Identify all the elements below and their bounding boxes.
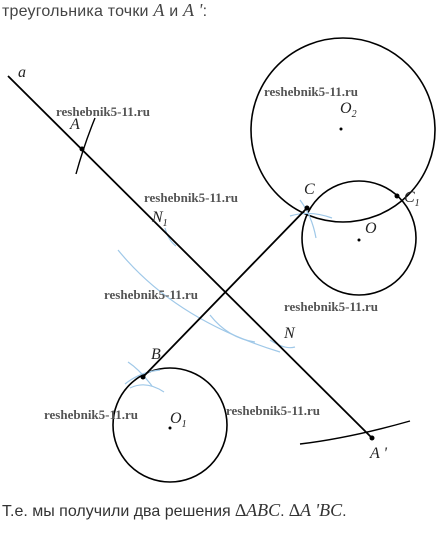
label-a-prime: A ' bbox=[369, 445, 387, 462]
label-c1-sub: 1 bbox=[415, 198, 420, 209]
watermark-4: reshebnik5-11.ru bbox=[104, 287, 198, 302]
label-o1: O1 bbox=[170, 410, 187, 430]
construction-arcs bbox=[117, 199, 333, 393]
bottom-caption-suffix: . bbox=[342, 503, 347, 520]
construction-arc-long bbox=[117, 249, 281, 353]
watermark-2: reshebnik5-11.ru bbox=[264, 84, 358, 99]
label-n1-sub: 1 bbox=[163, 218, 168, 229]
top-caption-suffix: : bbox=[202, 3, 208, 20]
construction-arc-n1 bbox=[164, 227, 177, 247]
label-o1-main: O bbox=[170, 410, 182, 427]
point-a-prime bbox=[369, 435, 375, 441]
point-o bbox=[357, 238, 361, 242]
construction-arc-c-1 bbox=[299, 199, 317, 239]
circle-o2 bbox=[250, 37, 436, 223]
point-o2 bbox=[339, 127, 343, 131]
label-a: A bbox=[69, 116, 80, 133]
point-a bbox=[79, 146, 85, 152]
bottom-caption-sep: . bbox=[280, 503, 290, 520]
point-a-prime-ref: A ' bbox=[182, 0, 203, 20]
label-line-a: a bbox=[18, 64, 26, 81]
label-n: N bbox=[283, 325, 296, 342]
watermark-6: reshebnik5-11.ru bbox=[44, 407, 138, 422]
point-o1 bbox=[168, 426, 172, 430]
construction-arc-b-2 bbox=[124, 369, 161, 385]
construction-arc-mid bbox=[209, 314, 256, 343]
construction-arc-b-3 bbox=[129, 384, 165, 393]
label-o2-main: O bbox=[340, 100, 352, 117]
bottom-caption-prefix: Т.е. мы получили два решения bbox=[2, 503, 236, 520]
label-c: C bbox=[304, 181, 315, 198]
point-c bbox=[304, 205, 310, 211]
bottom-caption: Т.е. мы получили два решения ∆ABC. ∆A 'B… bbox=[2, 500, 347, 521]
label-c1: C1 bbox=[404, 189, 420, 209]
construction-arc-c-2 bbox=[289, 212, 333, 219]
point-a-ref: A bbox=[153, 0, 165, 20]
watermark-1: reshebnik5-11.ru bbox=[56, 104, 150, 119]
arc-at-a bbox=[75, 117, 96, 175]
label-n1: N1 bbox=[151, 209, 168, 229]
point-b bbox=[140, 374, 146, 380]
top-caption: треугольника точки A и A ': bbox=[2, 0, 207, 21]
triangle-abc: ∆ABC bbox=[235, 500, 281, 520]
label-b: B bbox=[151, 346, 161, 363]
construction-arc-b-1 bbox=[127, 361, 153, 387]
top-caption-prefix: треугольника точки bbox=[2, 3, 154, 20]
watermark-7: reshebnik5-11.ru bbox=[226, 403, 320, 418]
segment-bc bbox=[142, 207, 308, 378]
watermark-3: reshebnik5-11.ru bbox=[144, 190, 238, 205]
label-o1-sub: 1 bbox=[182, 419, 187, 430]
construction-arc-n bbox=[269, 339, 296, 349]
triangle-a-prime-bc: ∆A 'BC bbox=[289, 500, 343, 520]
arc-at-a-prime bbox=[299, 420, 411, 445]
watermark-5: reshebnik5-11.ru bbox=[284, 299, 378, 314]
circle-o1 bbox=[112, 367, 228, 483]
line-a bbox=[7, 75, 373, 439]
top-caption-mid: и bbox=[164, 3, 183, 20]
label-o: O bbox=[365, 220, 377, 237]
label-o2: O2 bbox=[340, 100, 357, 120]
label-o2-sub: 2 bbox=[352, 109, 357, 120]
point-c1 bbox=[394, 193, 400, 199]
label-c1-main: C bbox=[404, 189, 415, 206]
circle-o bbox=[301, 180, 417, 296]
label-n1-main: N bbox=[151, 209, 164, 226]
